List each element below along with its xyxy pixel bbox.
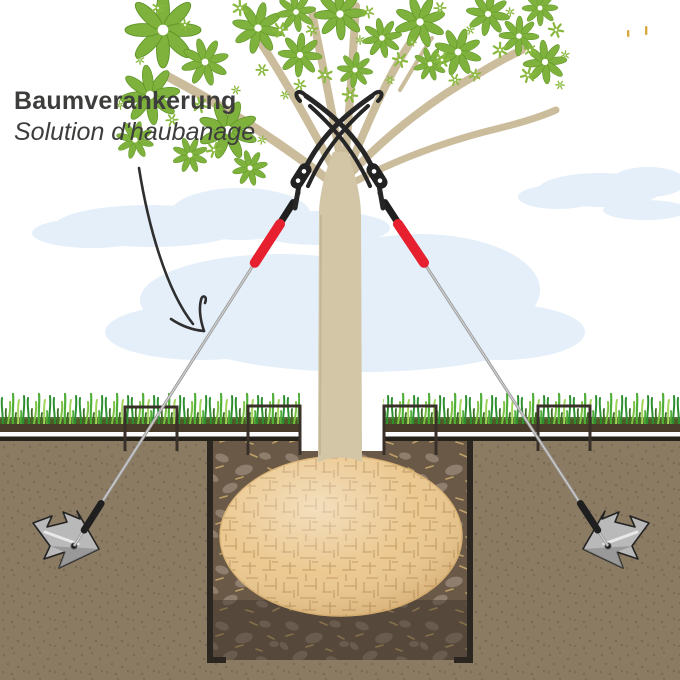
strap-buckle-right <box>366 163 388 189</box>
diagram-label: Baumverankerung Solution d'haubanage <box>14 86 255 148</box>
annotation-arrow <box>137 166 208 333</box>
label-german: Baumverankerung <box>14 87 237 115</box>
tensioner-left <box>249 219 285 268</box>
pit-walls <box>207 438 473 663</box>
tensioner-right <box>393 219 429 268</box>
wire-grip-lower-left <box>80 500 105 534</box>
guy-wire-right <box>376 191 610 547</box>
label-french: Solution d'haubanage <box>14 118 256 146</box>
ground-staples <box>123 404 592 455</box>
cloud-right <box>518 167 680 220</box>
strap-buckle-left <box>290 163 312 189</box>
root-ball <box>219 455 463 617</box>
guy-wire-left <box>72 191 302 547</box>
wire-grip-lower-right <box>576 500 602 534</box>
gold-specks <box>627 26 648 37</box>
ground <box>0 388 680 680</box>
tree-trunk <box>318 152 362 462</box>
